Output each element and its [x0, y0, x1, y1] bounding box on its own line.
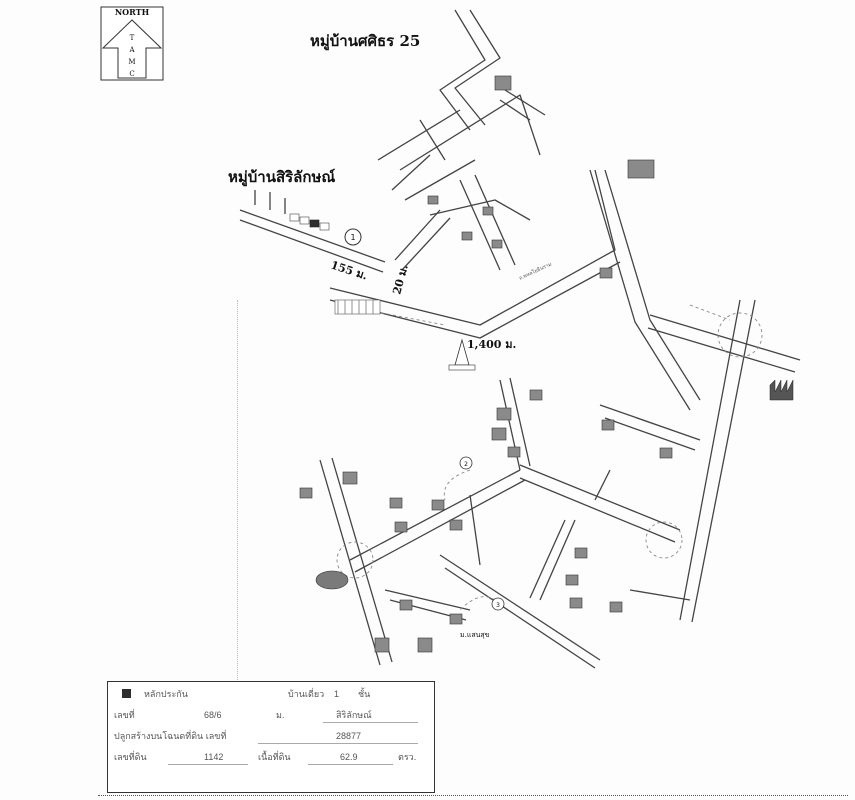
house-type-label: บ้านเดี่ยว: [288, 689, 325, 699]
area-label: เนื้อที่ดิน: [258, 752, 291, 762]
deed-label: ปลูกสร้างบนโฉนดที่ดิน เลขที่: [114, 731, 227, 741]
road-phahonyothin-label: ถ.พหลโยธินราม: [518, 261, 553, 282]
north-letter-a: A: [128, 46, 135, 54]
village-north-roads: [377, 9, 546, 271]
circle-number-2: 2: [464, 461, 468, 468]
house-no-label: เลขที่: [114, 710, 135, 720]
distance-20-label: 20 ม.: [390, 263, 410, 296]
area-value: 62.9: [340, 752, 358, 762]
property-legend: หลักประกัน บ้านเดี่ยว 1 ชั้น เลขที่ 68/6…: [107, 681, 435, 793]
house-no-value: 68/6: [204, 710, 222, 720]
collateral-marker: [309, 219, 320, 228]
village-value: สิริลักษณ์: [336, 710, 372, 720]
subject-property: [254, 190, 330, 231]
main-roads: [239, 169, 801, 669]
village-west-label: หมู่บ้านสิริลักษณ์: [228, 168, 335, 187]
building-icons: [299, 75, 794, 653]
north-title: NORTH: [115, 7, 150, 17]
north-arrow-icon: NORTH T A M C: [100, 6, 164, 81]
distance-155-label: 155 ม.: [329, 258, 369, 282]
bottom-dotted-rule: [98, 795, 848, 796]
village-north-label: หมู่บ้านศศิธร 25: [310, 32, 420, 51]
circle-number-3: 3: [496, 602, 500, 609]
area-unit: ตรว.: [398, 752, 417, 762]
legend-row-deed: ปลูกสร้างบนโฉนดที่ดิน เลขที่ 28877: [108, 727, 434, 747]
legend-row-land: เลขที่ดิน 1142 เนื้อที่ดิน 62.9 ตรว.: [108, 748, 434, 768]
distance-1400-label: 1,400 ม.: [467, 338, 516, 351]
land-no-value: 1142: [204, 752, 224, 762]
numbered-markers: 1 2 3: [344, 228, 505, 611]
deed-underline: [258, 743, 418, 744]
mae-sot-label: ม.แสนสุข: [460, 631, 490, 639]
village-underline: [323, 722, 418, 723]
legend-row-house-no: เลขที่ 68/6 ม. สิริลักษณ์: [108, 706, 434, 726]
collateral-marker-icon: [122, 689, 131, 698]
floors-unit: ชั้น: [358, 689, 371, 699]
area-underline: [308, 764, 393, 765]
legend-row-marker: หลักประกัน บ้านเดี่ยว 1 ชั้น: [108, 685, 434, 705]
dashed-guides: [336, 304, 763, 611]
north-letter-t: T: [130, 34, 135, 42]
north-letter-m: M: [128, 58, 135, 66]
marker-label: หลักประกัน: [144, 689, 188, 699]
deed-value: 28877: [336, 731, 362, 741]
floors-value: 1: [334, 689, 340, 699]
north-letter-c: C: [129, 70, 134, 78]
divider-line: [237, 300, 238, 680]
circle-number-1: 1: [350, 233, 355, 242]
land-no-label: เลขที่ดิน: [114, 752, 147, 762]
moo-label: ม.: [276, 710, 285, 720]
land-no-underline: [168, 764, 248, 765]
